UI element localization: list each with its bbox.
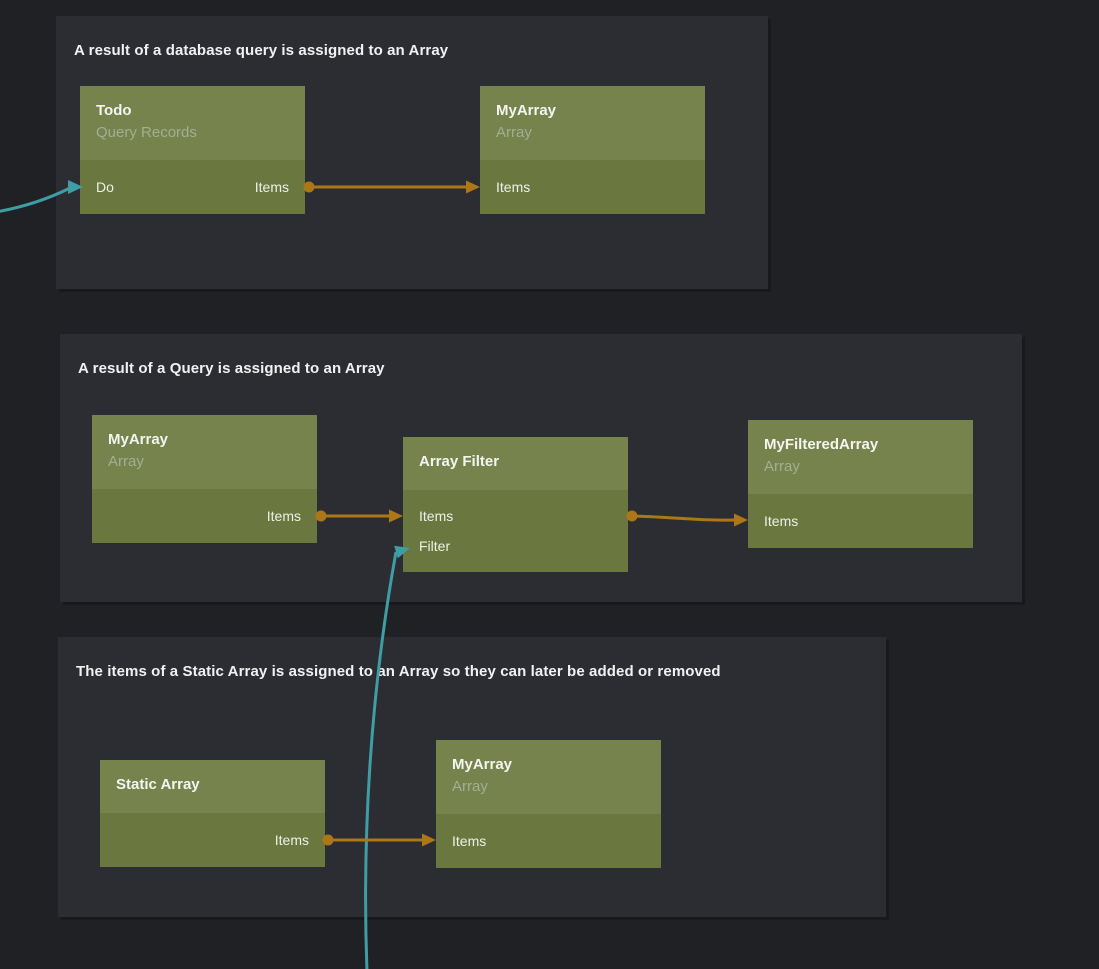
node-title: MyArray: [496, 102, 557, 119]
node-header: MyFilteredArray Array: [748, 420, 973, 494]
port-row: Do Items: [80, 172, 305, 202]
node-header: MyArray Array: [436, 740, 661, 814]
node-myfilteredarray[interactable]: MyFilteredArray Array Items: [748, 420, 973, 548]
node-static-array[interactable]: Static Array Items: [100, 760, 325, 867]
node-title: Todo: [96, 102, 132, 119]
port-output-items[interactable]: Items: [254, 179, 289, 195]
node-title: MyFilteredArray: [764, 436, 879, 453]
node-header: Todo Query Records: [80, 86, 305, 160]
node-title: Array Filter: [419, 453, 500, 470]
node-title: Static Array: [116, 776, 200, 793]
node-ports: Items: [92, 489, 317, 543]
node-header: MyArray Array: [480, 86, 705, 160]
node-title: MyArray: [108, 431, 169, 448]
port-output-items[interactable]: Items: [274, 832, 309, 848]
port-input-filter[interactable]: Filter: [419, 538, 451, 554]
node-ports: Do Items: [80, 160, 305, 214]
port-row: Filter: [403, 531, 628, 561]
node-subtitle: Array: [108, 453, 144, 470]
port-row: Items: [100, 825, 325, 855]
port-input-items[interactable]: Items: [764, 513, 799, 529]
port-input-items[interactable]: Items: [419, 508, 454, 524]
node-ports: Items: [480, 160, 705, 214]
node-ports: Items Filter: [403, 490, 628, 572]
port-row: Items: [748, 506, 973, 536]
node-subtitle: Array: [452, 778, 488, 795]
node-subtitle: Query Records: [96, 124, 197, 141]
node-ports: Items: [436, 814, 661, 868]
port-row: Items: [480, 172, 705, 202]
port-input-items[interactable]: Items: [496, 179, 531, 195]
port-row: Items: [436, 826, 661, 856]
node-subtitle: Array: [764, 458, 800, 475]
panel-title: A result of a Query is assigned to an Ar…: [78, 360, 385, 377]
port-input-do[interactable]: Do: [96, 179, 114, 195]
panel-title: The items of a Static Array is assigned …: [76, 663, 721, 680]
panel-title: A result of a database query is assigned…: [74, 42, 449, 59]
node-ports: Items: [748, 494, 973, 548]
node-ports: Items: [100, 813, 325, 867]
node-myarray-3[interactable]: MyArray Array Items: [436, 740, 661, 868]
node-title: MyArray: [452, 756, 513, 773]
node-header: MyArray Array: [92, 415, 317, 489]
node-todo-query-records[interactable]: Todo Query Records Do Items: [80, 86, 305, 214]
port-input-items[interactable]: Items: [452, 833, 487, 849]
node-array-filter[interactable]: Array Filter Items Filter: [403, 437, 628, 572]
node-myarray-1[interactable]: MyArray Array Items: [480, 86, 705, 214]
port-output-items[interactable]: Items: [266, 508, 301, 524]
node-header: Static Array: [100, 760, 325, 813]
node-header: Array Filter: [403, 437, 628, 490]
port-row: Items: [403, 501, 628, 531]
port-row: Items: [92, 501, 317, 531]
node-subtitle: Array: [496, 124, 532, 141]
node-myarray-2[interactable]: MyArray Array Items: [92, 415, 317, 543]
